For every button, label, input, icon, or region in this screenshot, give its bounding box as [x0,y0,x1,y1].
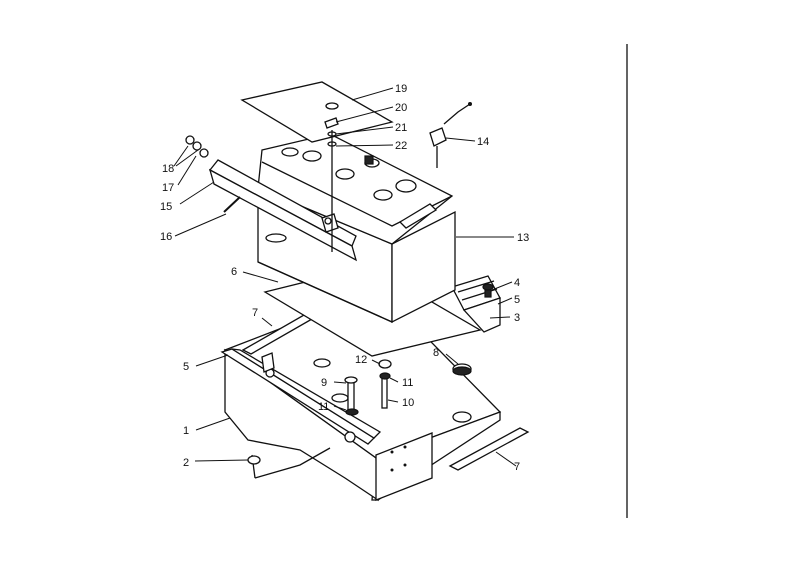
callout-20: 20 [395,102,407,114]
callout-6: 6 [231,266,237,278]
callout-7-left: 7 [252,307,258,319]
hardware-bolts [344,359,472,416]
terminal-connector [429,102,472,168]
callout-9: 9 [321,377,327,389]
callout-13: 13 [517,232,529,244]
callout-4: 4 [514,277,520,289]
battery-cover-plate [240,81,394,143]
callout-21: 21 [395,122,407,134]
callout-10: 10 [402,397,414,409]
rear-bracket [451,275,501,333]
callout-16: 16 [160,231,172,243]
callout-11-left: 11 [318,401,329,413]
callout-8: 8 [433,347,439,359]
callout-labels: 1 2 3 4 5 5 6 7 7 8 9 10 11 11 12 13 14 … [160,83,529,473]
callout-1: 1 [183,425,189,437]
leader-lines [173,87,517,467]
callout-3: 3 [514,312,520,324]
rubber-strip-right [448,427,530,471]
callout-5-rear: 5 [514,294,520,306]
callout-17: 17 [162,182,174,194]
callout-11-right: 11 [402,377,413,389]
top-hold-down-bar [208,159,358,262]
callout-19: 19 [395,83,407,95]
callout-14: 14 [477,136,489,148]
nuts-washers [185,135,209,158]
front-hold-down-bar [220,348,382,445]
battery-tray [223,289,502,502]
nut-item-2 [247,455,261,465]
callout-22: 22 [395,140,407,152]
callout-15: 15 [160,201,172,213]
callout-2: 2 [183,457,189,469]
callout-5-front: 5 [183,361,189,373]
callout-7-right: 7 [514,461,520,473]
battery [257,133,456,324]
callout-18: 18 [162,163,174,175]
callout-12: 12 [355,354,367,366]
